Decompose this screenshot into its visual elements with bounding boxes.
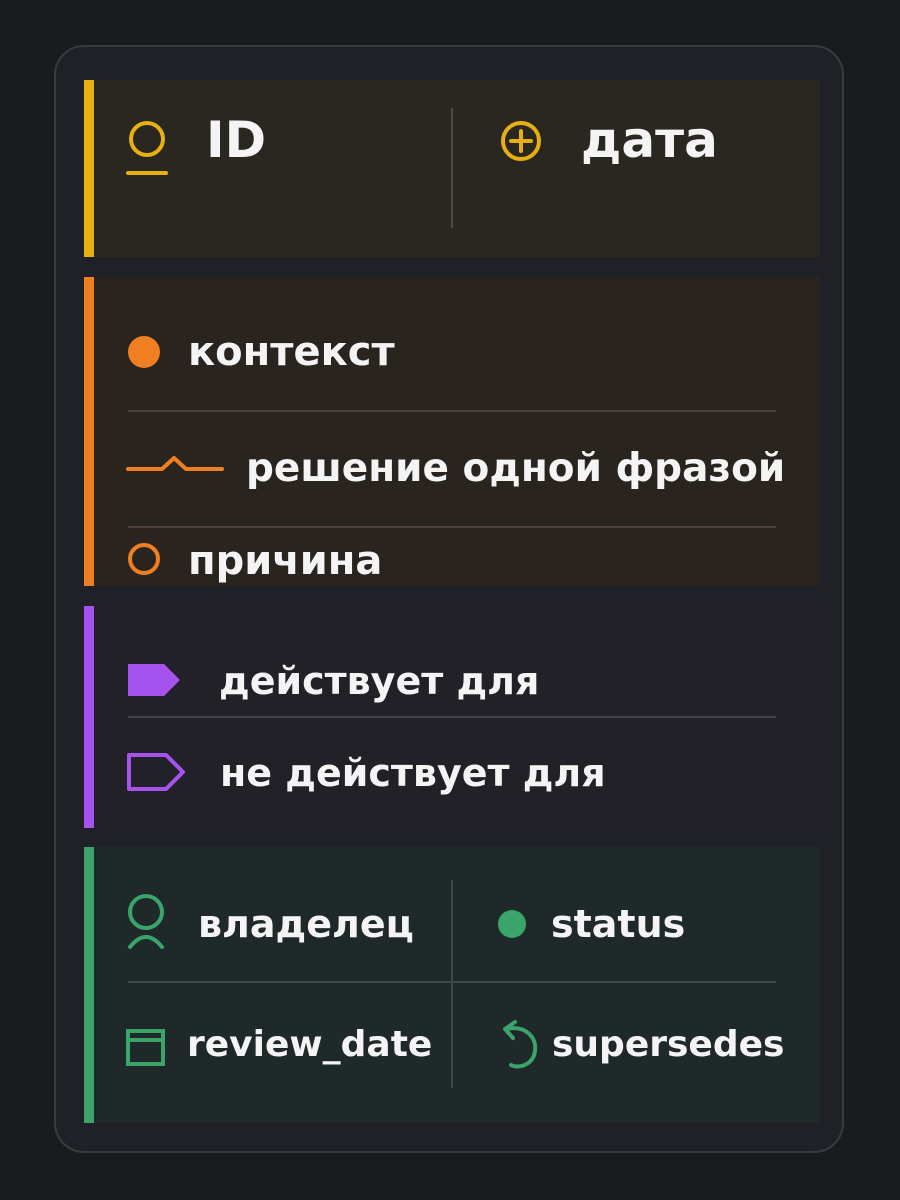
- scope-accent-bar: [84, 606, 94, 828]
- date-label: дата: [581, 111, 718, 169]
- filled-dot-icon: [128, 336, 160, 368]
- supersedes-label: supersedes: [552, 1024, 785, 1065]
- reason-label: причина: [188, 538, 383, 584]
- meta-divider: [128, 981, 776, 983]
- calendar-icon: [126, 1029, 165, 1066]
- filled-dot-icon: [498, 910, 526, 938]
- outline-tag-icon: [127, 753, 185, 791]
- decision-accent-bar: [84, 277, 94, 586]
- decision-label: решение одной фразой: [246, 446, 786, 491]
- owner-label: владелец: [198, 902, 414, 946]
- meta-accent-bar: [84, 847, 94, 1123]
- decision-divider-1: [128, 410, 776, 412]
- applies-label: действует для: [219, 659, 540, 703]
- decision-divider-2: [128, 526, 776, 528]
- key-icon: [126, 121, 168, 175]
- not-applies-label: не действует для: [220, 751, 606, 795]
- decision-section: контекст решение одной фразой причина: [84, 277, 820, 586]
- id-label: ID: [206, 111, 267, 169]
- filled-tag-icon: [128, 664, 180, 696]
- header-accent-bar: [84, 80, 94, 257]
- header-column-divider: [451, 108, 453, 228]
- person-icon: [128, 894, 164, 949]
- status-label: status: [551, 902, 686, 946]
- review-date-label: review_date: [187, 1024, 433, 1065]
- context-label: контекст: [188, 329, 395, 375]
- ring-icon: [128, 543, 160, 575]
- chevron-line-icon: [126, 456, 224, 471]
- adr-card: ID дата контекст решение одной фразой пр…: [54, 45, 844, 1153]
- scope-divider: [128, 716, 776, 718]
- plus-circle-icon: [501, 121, 541, 161]
- meta-section: владелец status review_date supersedes: [84, 847, 820, 1123]
- header-section: ID дата: [84, 80, 820, 257]
- meta-column-divider: [451, 880, 453, 1088]
- scope-section: действует для не действует для: [84, 606, 820, 828]
- undo-arrow-icon: [503, 1020, 538, 1069]
